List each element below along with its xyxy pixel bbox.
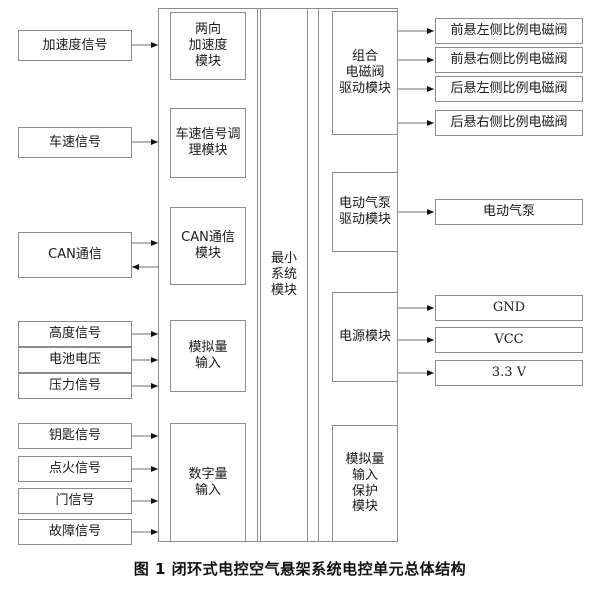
output-front-left-proportional-solenoid-valve[interactable]: 前悬左侧比例电磁阀 <box>435 18 583 44</box>
output-front-right-proportional-solenoid-valve[interactable]: 前悬右侧比例电磁阀 <box>435 47 583 73</box>
output-rear-right-proportional-solenoid-valve[interactable]: 后悬右侧比例电磁阀 <box>435 110 583 136</box>
input-height-signal[interactable]: 高度信号 <box>18 321 132 347</box>
module-digital-input[interactable]: 数字量 输入 <box>170 423 246 542</box>
minimum-system-module[interactable]: 最小 系统 模块 <box>260 8 308 542</box>
module-analog-input-protection[interactable]: 模拟量 输入 保护 模块 <box>332 425 398 542</box>
module-power-supply[interactable]: 电源模块 <box>332 292 398 382</box>
input-acceleration-signal[interactable]: 加速度信号 <box>18 30 132 61</box>
input-door-signal[interactable]: 门信号 <box>18 488 132 514</box>
figure-caption: 图 1 闭环式电控空气悬架系统电控单元总体结构 <box>133 560 467 578</box>
module-biaxial-acceleration[interactable]: 两向 加速度 模块 <box>170 12 246 80</box>
input-vehicle-speed-signal[interactable]: 车速信号 <box>18 127 132 158</box>
output-3v3[interactable]: 3.3 V <box>435 360 583 386</box>
input-fault-signal[interactable]: 故障信号 <box>18 519 132 545</box>
input-key-signal[interactable]: 钥匙信号 <box>18 423 132 449</box>
module-electric-air-pump-drive[interactable]: 电动气泵 驱动模块 <box>332 172 398 252</box>
input-battery-voltage[interactable]: 电池电压 <box>18 347 132 373</box>
output-electric-air-pump[interactable]: 电动气泵 <box>435 199 583 225</box>
input-ignition-signal[interactable]: 点火信号 <box>18 456 132 482</box>
input-pressure-signal[interactable]: 压力信号 <box>18 373 132 399</box>
output-rear-left-proportional-solenoid-valve[interactable]: 后悬左侧比例电磁阀 <box>435 76 583 102</box>
module-combined-solenoid-valve-drive[interactable]: 组合 电磁阀 驱动模块 <box>332 11 398 135</box>
output-vcc[interactable]: VCC <box>435 327 583 353</box>
module-can-communication[interactable]: CAN通信 模块 <box>170 207 246 285</box>
output-gnd[interactable]: GND <box>435 295 583 321</box>
module-analog-input[interactable]: 模拟量 输入 <box>170 320 246 392</box>
input-can-communication[interactable]: CAN通信 <box>18 232 132 278</box>
module-speed-signal-conditioning[interactable]: 车速信号调 理模块 <box>170 108 246 178</box>
